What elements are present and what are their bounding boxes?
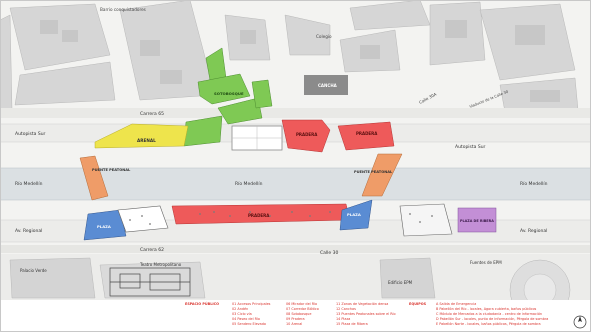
label-teatro-metropolitano: Teatro Metropolitano [139,262,182,267]
label-autopista-sur-left: Autopista Sur [15,131,46,137]
pradera-upper-1 [281,119,331,153]
legend-col1-item: 02 Andén [232,307,248,311]
label-av-regional-right: Av. Regional [520,228,547,234]
label-pradera-2: PRADERA [356,131,378,136]
legend-col2-item: 07 Corredor Biótico [286,307,319,311]
label-pradera-1: PRADERA [296,132,318,137]
label-rio-medellin-center: Río Medellín [235,180,263,187]
pavilion-b [231,125,283,151]
label-pradera-main: PRADERA [248,213,270,218]
label-edificio-epm: Edificio EPM [388,280,413,285]
ribera-pavilion [399,203,453,237]
label-plaza-left: PLAZA [97,224,111,229]
label-palacio-verde: Palacio Verde [20,268,47,273]
legend-equipos-item: B Pabellón del Río - locales, Agora cubi… [436,307,537,311]
teatro-outline [109,267,191,297]
north-arrow-icon [573,315,587,329]
legend-equipos-item: E Pabellón Norte - locales, baños públic… [436,322,541,326]
plaza-de-ribera-zone [457,207,497,233]
carrera-65-road [0,108,591,118]
legend-col3-item: 14 Plaza [336,317,350,321]
tree-dots [129,211,433,225]
puente-peatonal-right [361,153,403,197]
label-colegio: Colegio [316,34,332,39]
legend-col2-item: 08 Sotobosque [286,312,311,316]
legend-col3-item: 12 Canchas [336,307,356,311]
label-arenal: ARENAL [137,138,156,143]
label-carrera-65: Carrera 65 [140,111,164,117]
legend-espacio-publico-title: ESPACIO PÚBLICO [185,301,219,306]
legend-col3-item: 15 Plaza de Ribera [336,322,368,326]
legend-equipos-item: A Salida de Emergencia [436,302,476,306]
upper-building-detail [40,20,560,102]
label-barrio-conquistadores: Barrio conquistadores [100,7,146,12]
label-autopista-sur-right: Autopista Sur [455,144,486,150]
label-sotobosque: SOTOBOSQUE [214,91,244,96]
cancha-block [304,75,348,95]
label-rio-medellin-left: Río Medellín [15,180,43,187]
legend-col1-item: 05 Sendero Elevado [232,322,266,326]
arenal-zone [94,123,189,149]
lower-urban-blocks [0,254,591,321]
label-av-regional-left: Av. Regional [15,228,42,234]
legend-col1-item: 03 Ciclo vía [232,312,252,316]
label-rio-medellin-right: Río Medellín [520,180,548,187]
label-plaza-de-ribera: PLAZA DE RIBERA [460,219,494,223]
legend-col2-item: 06 Mirador del Río [286,302,317,306]
carrera-62-road [0,245,591,253]
label-carrera-62: Carrera 62 [140,247,164,253]
label-calle-30: Calle 30 [320,250,338,256]
legend-col1-item: 04 Paseo del Río [232,317,260,321]
plaza-right [339,199,373,231]
legend-col2-item: 09 Pradera [286,317,305,321]
plaza-left [83,209,127,241]
legend-col3-item: 11 Zonas de Vegetación densa [336,302,388,306]
legend-col2-item: 10 Arenal [286,322,302,326]
label-cancha: CANCHA [318,83,338,88]
legend-equipos-title: EQUIPOS [409,302,427,306]
sotobosque-zones [183,47,273,147]
legend-text: ESPACIO PÚBLICO 01 Accesos Principales 0… [185,301,548,326]
legend-area [0,300,591,332]
label-puente-peatonal-2: PUENTE PEATONAL [354,170,393,174]
label-plaza-right: PLAZA [347,212,361,217]
label-puente-peatonal-1: PUENTE PEATONAL [92,168,131,172]
label-fuentes-epm: Fuentes de EPM [470,260,502,265]
legend-col1-item: 01 Accesos Principales [232,302,271,306]
puente-peatonal-left [79,155,109,201]
pradera-upper-2 [337,121,395,151]
legend-col3-item: 13 Puentes Peatonales sobre el Río [336,312,396,316]
legend-equipos-item: D Pabellón Sur - locales, punto de infor… [436,317,548,321]
pavilion-left [117,205,169,233]
legend-equipos-item: C Módulo de Mercados a la ciudadanía - c… [436,312,542,316]
